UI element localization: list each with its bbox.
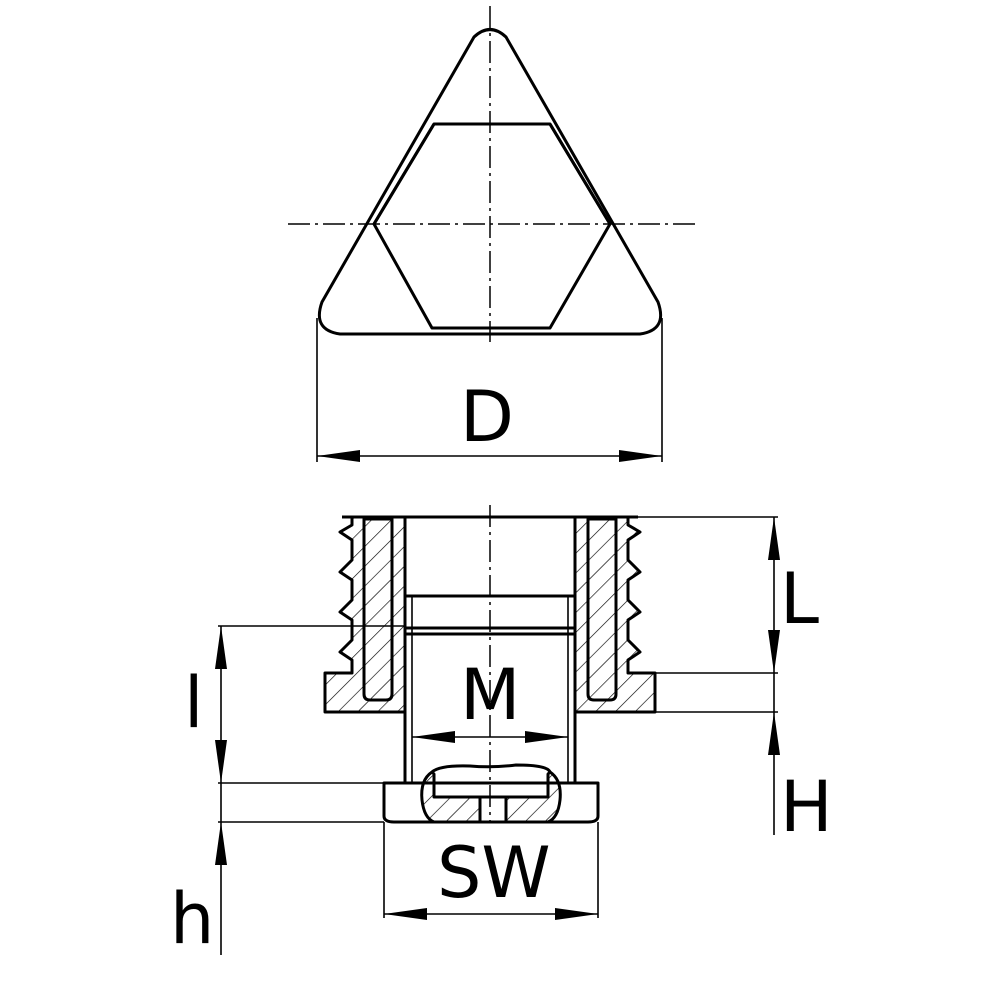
h-arrow (215, 822, 227, 865)
right-wall-pocket (586, 517, 618, 702)
label-M: M (460, 654, 521, 736)
nut-crown (431, 763, 552, 774)
label-h: h (170, 878, 215, 960)
label-l: l (184, 662, 204, 744)
d-arrow-right (619, 450, 662, 462)
M-arrow-right (525, 731, 568, 743)
M-arrow-left (412, 731, 455, 743)
H-arrow (768, 712, 780, 755)
SW-arrow-right (555, 908, 598, 920)
L-arrow-bottom (768, 630, 780, 673)
label-SW: SW (437, 832, 551, 914)
l-arrow-top (215, 626, 227, 669)
triangle-outline (317, 28, 663, 336)
l-arrow-bottom (215, 740, 227, 783)
label-D: D (460, 376, 514, 458)
label-L: L (780, 558, 819, 640)
label-H: H (780, 766, 833, 848)
d-arrow-left (317, 450, 360, 462)
top-view (288, 6, 700, 462)
L-arrow-top (768, 517, 780, 560)
left-wall-pocket (362, 517, 394, 702)
side-view (215, 505, 780, 955)
SW-arrow-left (384, 908, 427, 920)
hex-nut-body (382, 781, 600, 824)
